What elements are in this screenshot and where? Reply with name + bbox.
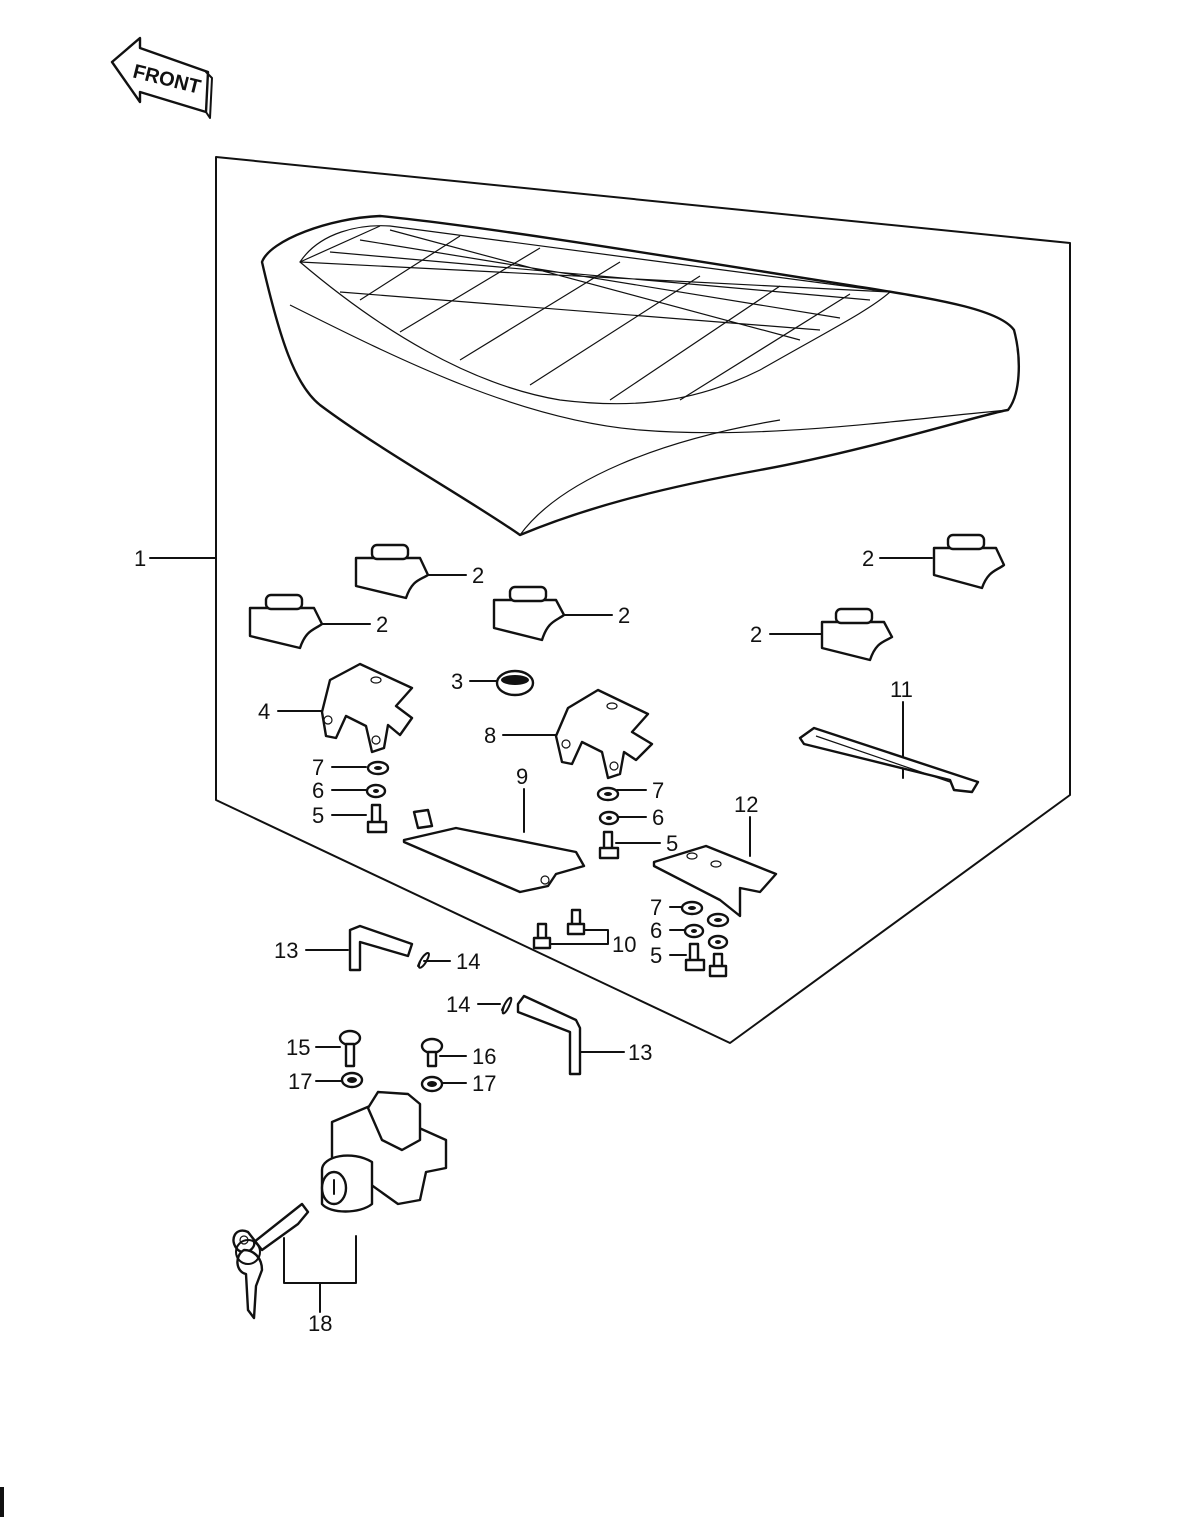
callout-2c: 2 <box>618 603 630 628</box>
callout-2e: 2 <box>750 622 762 647</box>
bolt-5-left <box>366 803 388 834</box>
clip-14-left <box>417 951 430 969</box>
bracket-8 <box>554 688 654 780</box>
callout-11: 11 <box>890 677 913 702</box>
front-arrow-icon: FRONT <box>110 36 213 119</box>
callout-17b: 17 <box>472 1071 496 1096</box>
callout-5b: 5 <box>666 831 678 856</box>
key-icon <box>232 1202 310 1320</box>
bolt-10-b <box>566 908 586 936</box>
callout-1: 1 <box>134 546 146 571</box>
rubber-damper-3 <box>492 585 566 642</box>
callout-2d: 2 <box>862 546 874 571</box>
clip-14-right <box>501 996 513 1015</box>
callout-7a: 7 <box>312 755 324 780</box>
callout-7b: 7 <box>652 778 664 803</box>
callout-2a: 2 <box>472 563 484 588</box>
rubber-damper-5 <box>820 607 894 662</box>
washer-17-right <box>420 1075 444 1093</box>
screw-15 <box>338 1029 362 1068</box>
callout-labels: 1 2 2 2 2 2 3 4 8 11 7 6 5 9 7 6 5 12 7 … <box>134 546 913 1336</box>
hinge-pin-13-right <box>516 994 582 1076</box>
callout-4: 4 <box>258 699 270 724</box>
callout-5a: 5 <box>312 803 324 828</box>
washer-7-left <box>366 760 390 776</box>
callout-9: 9 <box>516 764 528 789</box>
callout-12: 12 <box>734 792 758 817</box>
washer-7-center <box>596 786 620 802</box>
washer-17-left <box>340 1071 364 1089</box>
callout-16: 16 <box>472 1044 496 1069</box>
washer-pair-right <box>706 912 730 978</box>
bolt-10-a <box>532 922 552 950</box>
seat-lock-18 <box>320 1090 448 1213</box>
callout-14b: 14 <box>446 992 470 1017</box>
seat-illustration <box>260 214 1020 537</box>
rubber-damper-1 <box>354 543 430 600</box>
crop-mark <box>0 1487 4 1517</box>
callout-3: 3 <box>451 669 463 694</box>
hinge-pin-13-left <box>348 924 414 972</box>
plate-12 <box>652 844 778 918</box>
callout-13b: 13 <box>628 1040 652 1065</box>
lock-washer-6-right <box>683 923 705 939</box>
strap-11 <box>798 726 980 794</box>
rubber-damper-2 <box>248 593 324 650</box>
bracket-4 <box>320 662 414 754</box>
bolt-5-right <box>684 942 706 972</box>
plate-9 <box>402 808 586 894</box>
callout-8: 8 <box>484 723 496 748</box>
callout-18: 18 <box>308 1311 332 1336</box>
bolt-5-center <box>598 830 620 860</box>
callout-6c: 6 <box>650 918 662 943</box>
callout-6b: 6 <box>652 805 664 830</box>
grommet-3 <box>495 669 535 697</box>
callout-14a: 14 <box>456 949 480 974</box>
callout-7c: 7 <box>650 895 662 920</box>
callout-6a: 6 <box>312 778 324 803</box>
lock-washer-6-left <box>365 783 387 799</box>
lock-washer-6-center <box>598 810 620 826</box>
callout-5c: 5 <box>650 943 662 968</box>
screw-16 <box>420 1037 444 1068</box>
callout-15: 15 <box>286 1035 310 1060</box>
washer-7-right <box>680 900 704 916</box>
callout-2b: 2 <box>376 612 388 637</box>
assembly-group-outline <box>215 156 1071 1044</box>
callout-10: 10 <box>612 932 636 957</box>
callout-17a: 17 <box>288 1069 312 1094</box>
callout-13a: 13 <box>274 938 298 963</box>
rubber-damper-4 <box>932 533 1006 590</box>
